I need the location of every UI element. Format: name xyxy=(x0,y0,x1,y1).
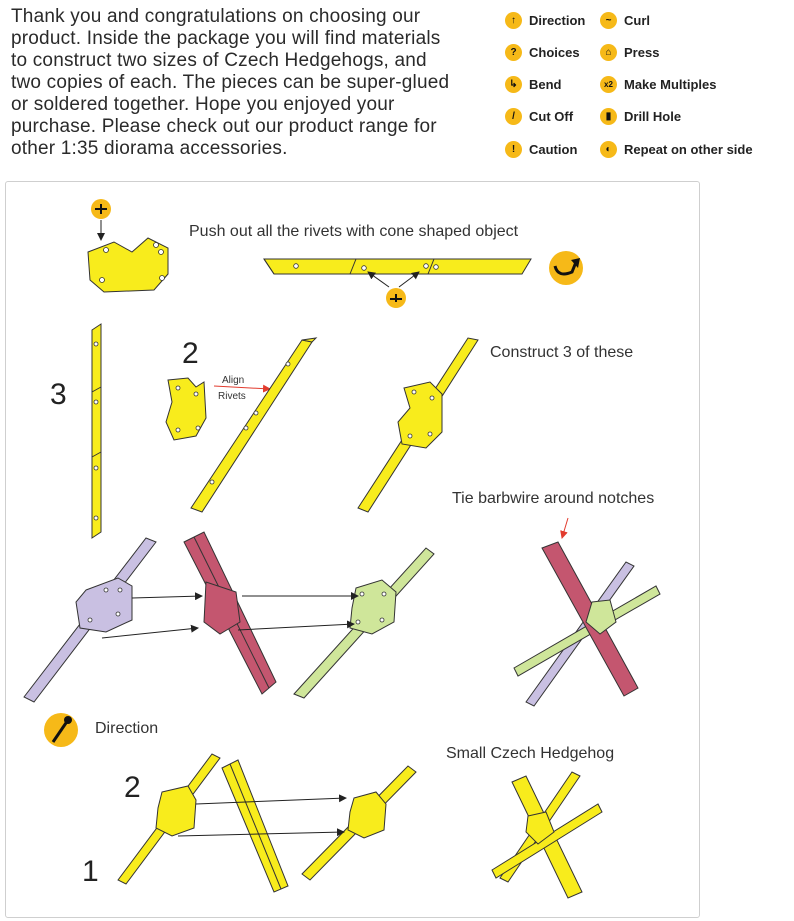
legend-item-repeat: ◐ Repeat on other side xyxy=(600,141,753,158)
drill-icon: ▮ xyxy=(600,108,617,125)
arrow-up-icon: ↑ xyxy=(505,12,522,29)
intro-line: purchase. Please check out our product r… xyxy=(11,116,437,137)
vertical-strip xyxy=(91,323,102,539)
small-plate xyxy=(165,377,207,441)
align-label: Align xyxy=(222,375,245,386)
legend-item-caution: ! Caution xyxy=(505,141,577,158)
green-plate xyxy=(349,579,397,635)
legend-label: Curl xyxy=(624,13,650,28)
intro-line: Thank you and congratulations on choosin… xyxy=(11,6,421,27)
legend-item-cut-off: / Cut Off xyxy=(505,108,573,125)
legend-label: Make Multiples xyxy=(624,77,717,92)
intro-line: or soldered together. Hope you enjoyed y… xyxy=(11,94,395,115)
intro-line: other 1:35 diorama accessories. xyxy=(11,138,288,159)
legend-label: Repeat on other side xyxy=(624,142,753,157)
repeat-icon: ◐ xyxy=(600,141,617,158)
legend-item-bend: ↳ Bend xyxy=(505,76,562,93)
legend-item-make-multiples: x2 Make Multiples xyxy=(600,76,716,93)
question-icon: ? xyxy=(505,44,522,61)
legend-label: Bend xyxy=(529,77,562,92)
step-number-three: 3 xyxy=(50,378,67,411)
intro-text: Thank you and congratulations on choosin… xyxy=(11,6,501,160)
long-strip xyxy=(263,258,532,275)
bottom-step-two: 2 xyxy=(124,771,141,804)
curl-icon: ~ xyxy=(600,12,617,29)
instruction-drawing xyxy=(23,199,661,899)
step-number-two: 2 xyxy=(182,337,199,370)
legend-item-drill-hole: ▮ Drill Hole xyxy=(600,108,681,125)
x2-icon: x2 xyxy=(600,76,617,93)
legend-label: Press xyxy=(624,45,660,60)
barbwire-label: Tie barbwire around notches xyxy=(452,490,655,507)
bend-icon xyxy=(549,251,583,285)
bend-icon: ↳ xyxy=(505,76,522,93)
instruction-panel: Push out all the rivets with cone shaped… xyxy=(5,181,700,918)
symbol-legend: ↑ Direction ~ Curl ? Choices ⌂ Press ↳ B… xyxy=(500,10,790,160)
legend-label: Caution xyxy=(529,142,578,157)
press-icon: ⌂ xyxy=(600,44,617,61)
purple-plate xyxy=(75,577,133,633)
red-plate xyxy=(203,581,241,635)
legend-item-press: ⌂ Press xyxy=(600,44,659,61)
rivets-label: Rivets xyxy=(218,391,246,402)
press-icon xyxy=(91,199,111,241)
legend-label: Choices xyxy=(529,45,580,60)
intro-line: product. Inside the package you will fin… xyxy=(11,28,441,49)
rivet-holes xyxy=(99,242,165,283)
diagonal-strip xyxy=(190,339,313,513)
legend-label: Cut Off xyxy=(529,109,574,124)
construct-label: Construct 3 of these xyxy=(490,344,634,361)
small-plate-three xyxy=(347,791,387,839)
small-plate-one xyxy=(155,785,197,837)
press-icon xyxy=(386,288,406,308)
legend-item-curl: ~ Curl xyxy=(600,12,650,29)
intro-line: to construct two sizes of Czech Hedgehog… xyxy=(11,50,427,71)
direction-label: Direction xyxy=(95,720,159,737)
assembled-plate xyxy=(397,381,443,449)
small-hedgehog-c xyxy=(491,803,603,879)
direction-icon xyxy=(44,713,78,747)
legend-label: Drill Hole xyxy=(624,109,682,124)
bottom-step-one: 1 xyxy=(82,855,99,888)
intro-line: two copies of each. The pieces can be su… xyxy=(11,72,450,93)
small-hedgehog-label: Small Czech Hedgehog xyxy=(446,745,615,762)
caution-icon: ! xyxy=(505,141,522,158)
cut-off-icon: / xyxy=(505,108,522,125)
legend-label: Direction xyxy=(529,13,586,28)
legend-item-direction: ↑ Direction xyxy=(505,12,585,29)
push-rivets-label: Push out all the rivets with cone shaped… xyxy=(189,223,519,240)
legend-item-choices: ? Choices xyxy=(505,44,580,61)
